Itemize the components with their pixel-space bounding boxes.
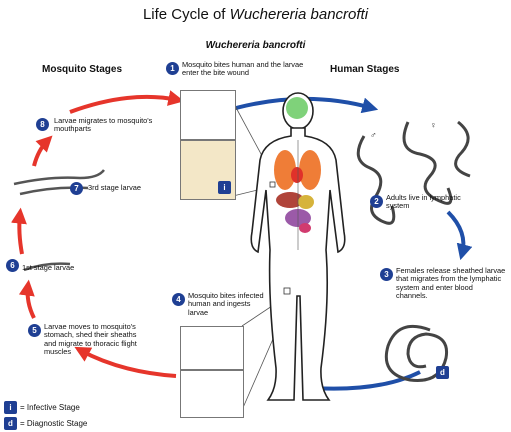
larva-inset-bottom <box>180 370 244 418</box>
infective-stage-badge: i <box>218 181 231 194</box>
legend-diagnostic-symbol: d <box>4 416 17 430</box>
legend-diagnostic: d = Diagnostic Stage <box>4 416 154 430</box>
arrow-red-4 <box>32 135 53 167</box>
step-1-text: Mosquito bites human and the larvae ente… <box>182 60 304 78</box>
step-7-number: 7 <box>70 182 83 195</box>
step-6-text: 1st stage larvae <box>22 263 75 272</box>
step-5-text: Larvae moves to mosquito's stomach, shed… <box>44 322 137 357</box>
step-1-number: 1 <box>166 62 179 75</box>
step-8-text: Larvae migrates to mosquito's mouthparts <box>54 116 153 134</box>
step-4-number: 4 <box>172 293 185 306</box>
heart-organ <box>291 167 303 183</box>
left-lung-organ <box>274 150 296 190</box>
diagnostic-stage-badge: d <box>436 366 449 379</box>
section-human-stages: Human Stages <box>330 64 400 75</box>
diagram-subtitle: Wuchereria bancrofti <box>205 40 306 51</box>
mosquito-inset-top <box>180 90 236 140</box>
arrow-red-3 <box>10 207 27 255</box>
liver-organ <box>276 192 304 208</box>
mosquito-inset-bottom <box>180 326 244 370</box>
sheathed-larva <box>384 325 449 383</box>
arrow-red-1 <box>74 346 177 378</box>
arrow-blue-2 <box>446 210 473 261</box>
step-2-number: 2 <box>370 195 383 208</box>
legend-infective-symbol: i <box>4 400 17 414</box>
svg-text:♀: ♀ <box>430 120 437 130</box>
step-2-text: Adults live in lymphatic system <box>386 193 461 211</box>
step-5-number: 5 <box>28 324 41 337</box>
svg-text:♂: ♂ <box>370 130 377 140</box>
step-4-text: Mosquito bites infected human and ingest… <box>188 291 264 317</box>
arrow-blue-3 <box>305 370 421 397</box>
step-7-text: 3rd stage larvae <box>88 183 141 192</box>
step-6-number: 6 <box>6 259 19 272</box>
legend-diagnostic-label: = Diagnostic Stage <box>20 418 88 428</box>
stomach-organ <box>298 195 314 209</box>
page-title: Life Cycle of Wuchereria bancrofti <box>142 6 369 23</box>
brain-organ <box>286 97 308 119</box>
section-mosquito-stages: Mosquito Stages <box>42 64 123 75</box>
legend-infective-label: = Infective Stage <box>20 402 80 412</box>
legend-infective: i = Infective Stage <box>4 400 154 414</box>
arrow-red-2 <box>18 279 36 319</box>
legend: i = Infective Stage d = Diagnostic Stage <box>4 400 154 430</box>
right-lung-organ <box>299 150 321 190</box>
arrow-red-5 <box>69 90 185 114</box>
step-3-number: 3 <box>380 268 393 281</box>
step-8-number: 8 <box>36 118 49 131</box>
step-3-text: Females release sheathed larvae that mig… <box>396 266 506 301</box>
